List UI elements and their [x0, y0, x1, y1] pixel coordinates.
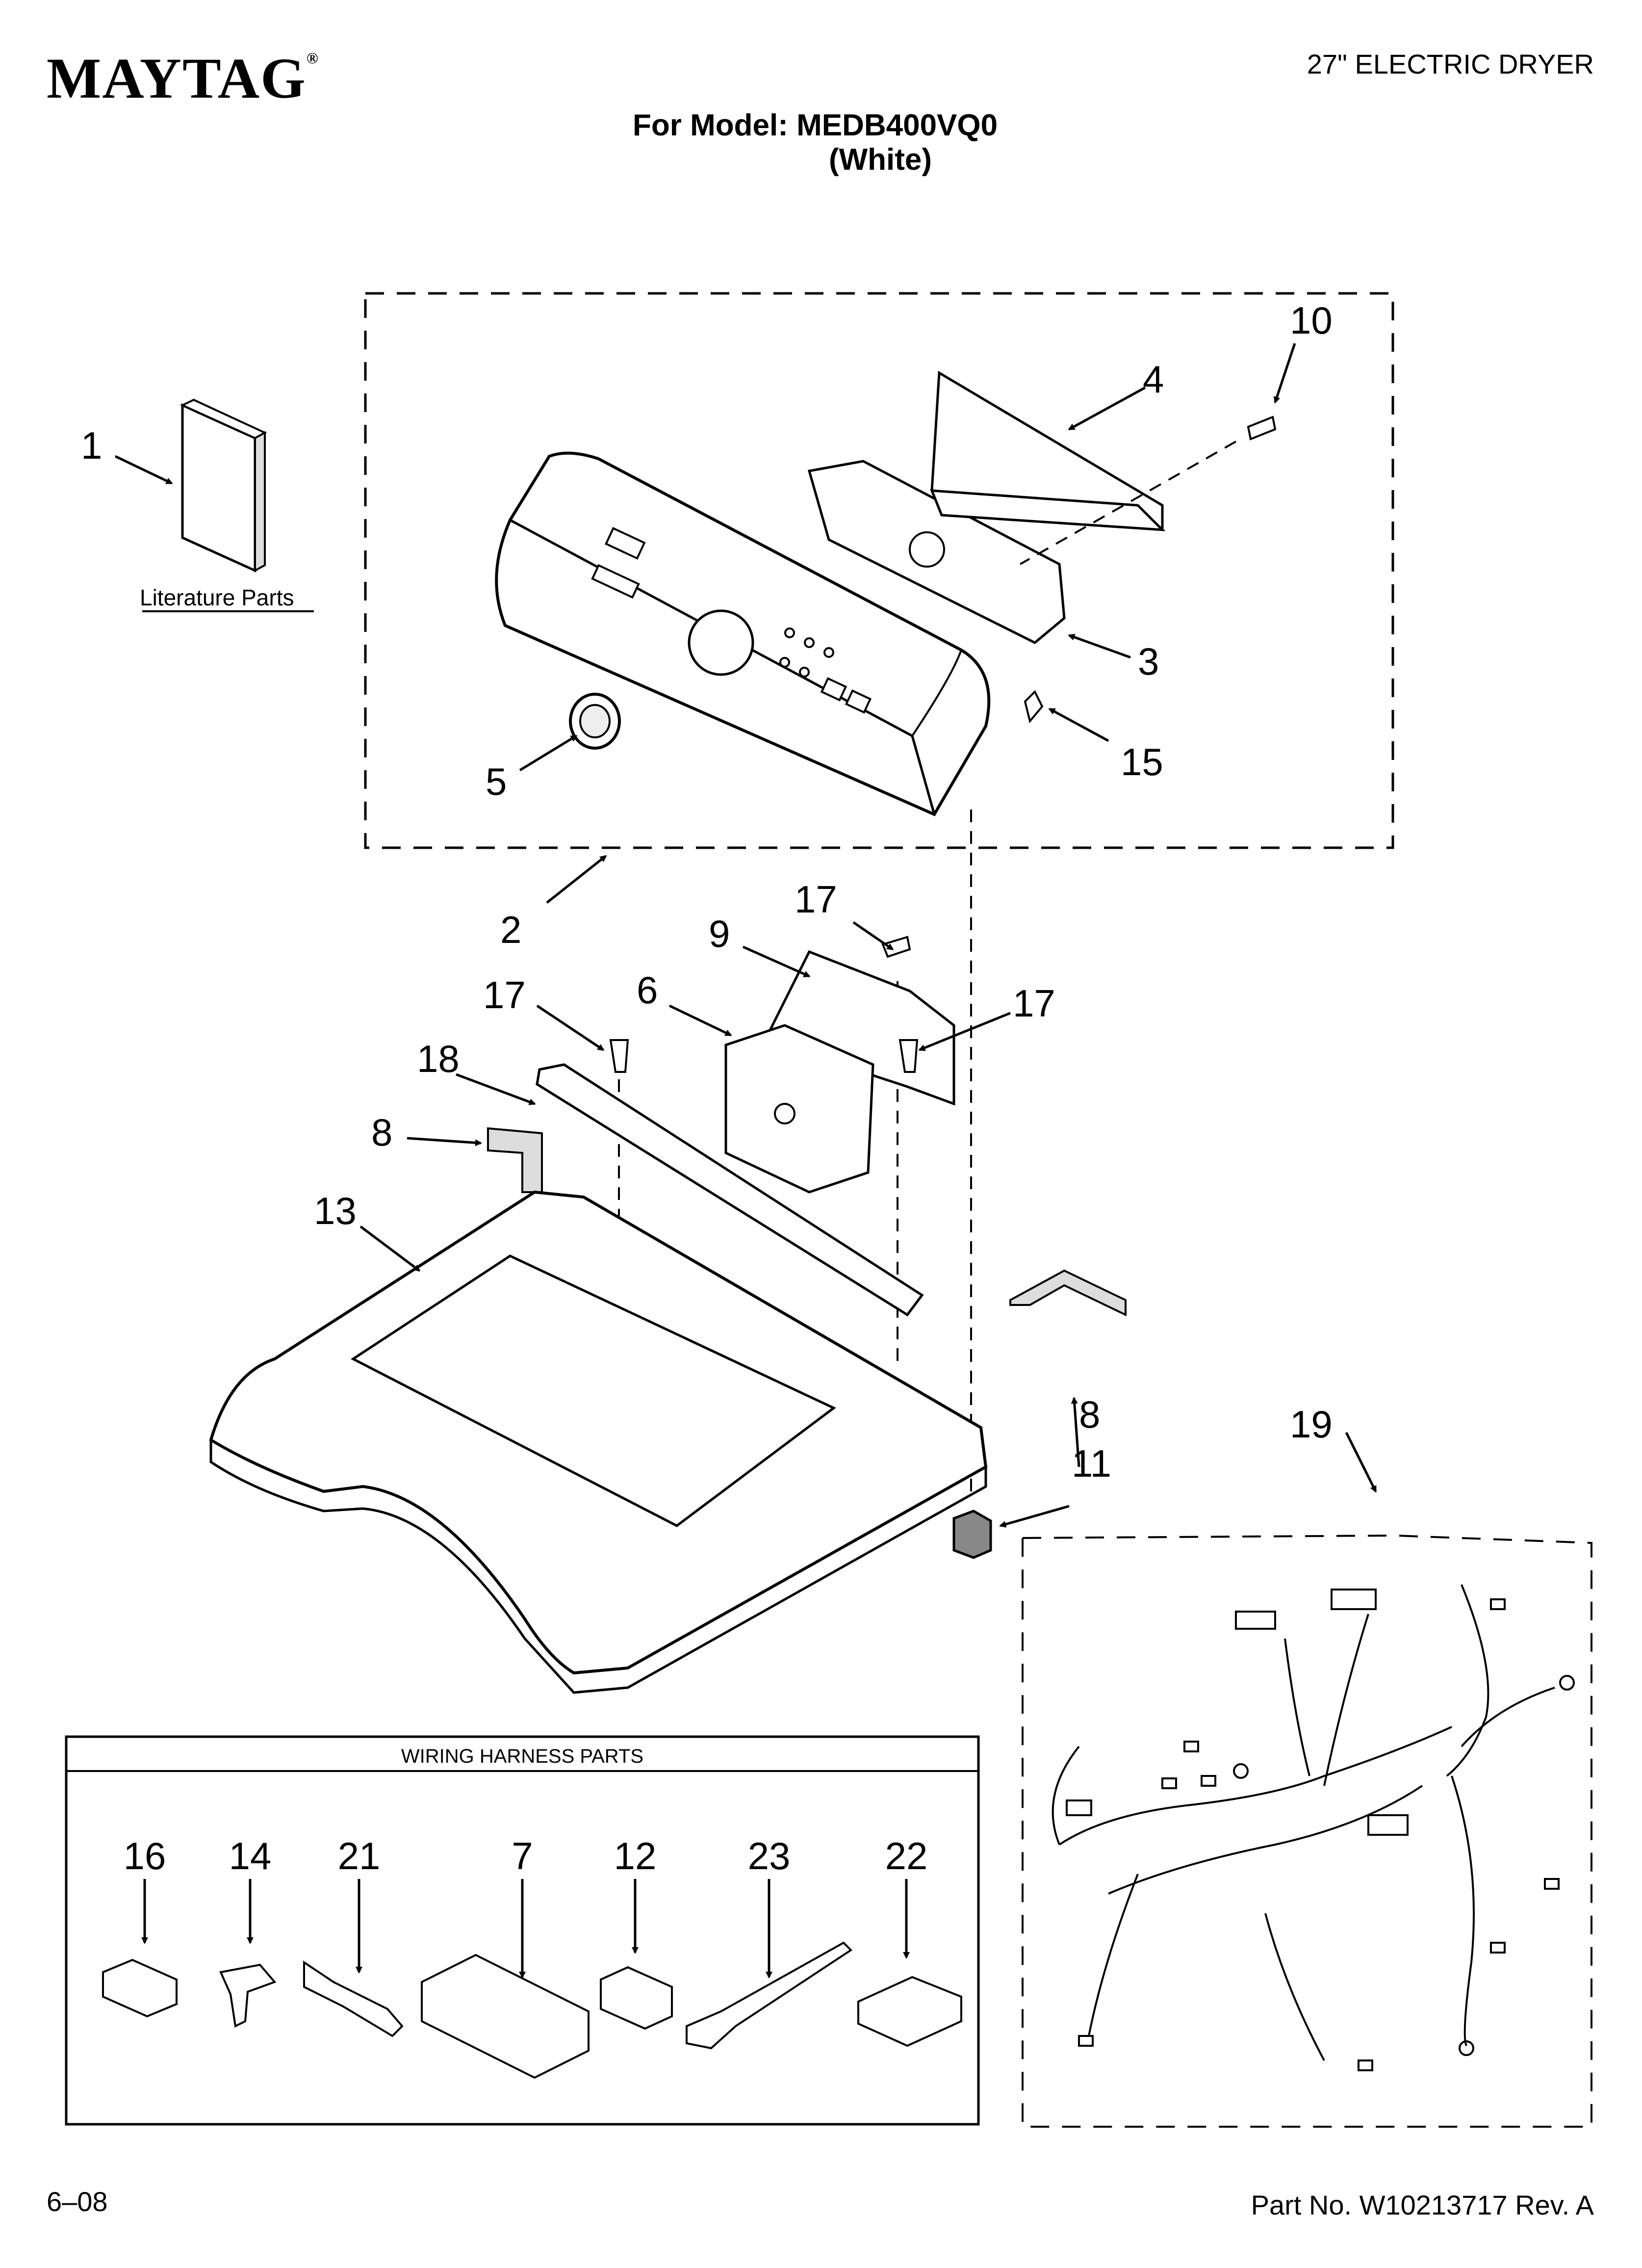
- harness-callout-16: 16: [124, 1834, 166, 1877]
- harness-box-title: WIRING HARNESS PARTS: [401, 1746, 643, 1767]
- harness-part-16: [102, 1958, 178, 2018]
- wiring-harness-part: [1052, 1584, 1575, 2071]
- callout-10: 10: [1290, 299, 1333, 342]
- harness-part-21: [303, 1960, 404, 2037]
- registered-mark: ®: [306, 49, 319, 67]
- callout-17c: 17: [1013, 982, 1055, 1025]
- callout-5: 5: [486, 760, 507, 803]
- callout-9: 9: [709, 912, 730, 955]
- callout-11: 11: [1072, 1442, 1111, 1485]
- callout-18: 18: [417, 1037, 460, 1080]
- callout-8a: 8: [371, 1111, 392, 1154]
- harness-callout-22: 22: [885, 1834, 928, 1877]
- harness-callout-12: 12: [614, 1834, 657, 1877]
- screw-17-part: [881, 936, 911, 958]
- knob-part: [569, 693, 621, 750]
- rail-part: [536, 1063, 924, 1317]
- harness-parts-table: [65, 1735, 980, 2126]
- console-assembly-box: [364, 292, 1394, 849]
- pad-8-part: [487, 1127, 543, 1193]
- callout-6: 6: [637, 968, 658, 1012]
- callout-1: 1: [81, 424, 102, 467]
- harness-part-22: [857, 1976, 962, 2047]
- literature-parts-label: Literature Parts: [140, 585, 294, 610]
- screw-17-part: [898, 1039, 919, 1073]
- leader-arrows: [114, 343, 1377, 1979]
- foot-part: [952, 1510, 992, 1559]
- revision-date: 6–08: [47, 2186, 108, 2217]
- harness-part-12: [600, 1966, 673, 2030]
- harness-part-23: [686, 1941, 853, 2050]
- circuit-board-part: [930, 370, 1166, 531]
- callout-17a: 17: [795, 878, 837, 921]
- part-number: Part No. W10213717 Rev. A: [1251, 2190, 1594, 2220]
- callout-13: 13: [314, 1189, 357, 1232]
- harness-part-14: [219, 1963, 277, 2028]
- callout-19: 19: [1290, 1403, 1333, 1446]
- timer-part: [724, 1024, 874, 1194]
- harness-part-7: [421, 1954, 590, 2079]
- callout-4: 4: [1143, 358, 1164, 401]
- harness-callout-21: 21: [338, 1834, 381, 1877]
- model-number: For Model: MEDB400VQ0: [633, 108, 998, 142]
- callout-2: 2: [500, 908, 521, 951]
- harness-callout-23: 23: [748, 1834, 791, 1877]
- literature-book-part: [180, 398, 267, 573]
- brand-logo: MAYTAG®: [47, 45, 319, 112]
- product-title: 27" ELECTRIC DRYER: [1307, 49, 1594, 79]
- console-panel-part: [495, 451, 991, 816]
- brand-name: MAYTAG: [47, 46, 307, 110]
- screw-17-part: [609, 1039, 629, 1073]
- harness-callout-14: 14: [229, 1834, 272, 1877]
- alignment-line: [1020, 441, 1236, 565]
- callout-8b: 8: [1079, 1393, 1100, 1436]
- harness-callout-7: 7: [512, 1834, 533, 1877]
- callout-15: 15: [1121, 740, 1163, 783]
- control-housing-part: [807, 460, 1066, 644]
- pad-8-part: [1009, 1269, 1127, 1317]
- model-color: (White): [829, 143, 932, 177]
- screw-10-part: [1247, 416, 1277, 441]
- callout-3: 3: [1138, 640, 1159, 683]
- screw-15-part: [1024, 690, 1044, 724]
- top-panel-part: [209, 1190, 988, 1694]
- harness-dashed-box: [1022, 1534, 1592, 2128]
- callout-17b: 17: [483, 973, 526, 1017]
